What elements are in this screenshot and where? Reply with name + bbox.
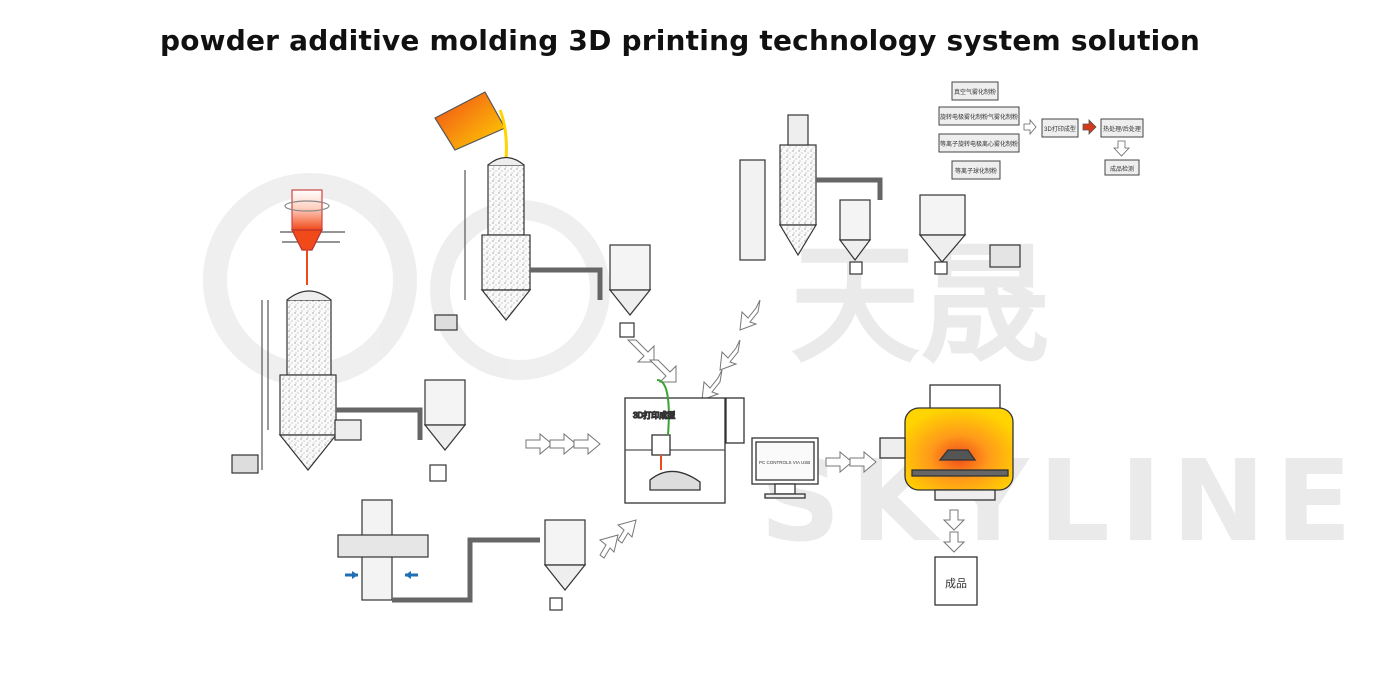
gas-atomization-unit <box>231 189 467 482</box>
process-box: 等离子旋转电极离心雾化制粉 <box>938 133 1020 153</box>
watermark-brand: SKYLINE <box>760 437 1362 567</box>
flow-arrow-down-icon <box>1113 140 1130 157</box>
monitor: PC CONTROLS VIA USB <box>751 437 819 499</box>
svg-text:热处理/后处理: 热处理/后处理 <box>1103 125 1141 133</box>
svg-text:3D打印成型: 3D打印成型 <box>1044 125 1076 133</box>
final-check-box: 成品检测 <box>1104 159 1140 176</box>
product-label: 成品 <box>945 577 967 590</box>
ladle-atomization-unit <box>434 91 652 338</box>
process-box: 等离子球化制粉 <box>951 160 1001 180</box>
svg-text:成品检测: 成品检测 <box>1110 165 1134 173</box>
process-box: 真空气雾化制粉 <box>951 81 999 101</box>
flow-arrow-icon <box>1082 119 1097 135</box>
product-box: 成品 <box>934 556 978 606</box>
3d-printer: 3D打印成型 <box>624 379 745 504</box>
page-title: powder additive molding 3D printing tech… <box>159 24 1201 57</box>
printing-box: 3D打印成型 <box>1041 118 1079 138</box>
flow-arrows <box>525 299 966 559</box>
flow-arrow-icon <box>1023 118 1037 136</box>
post-process-box: 热处理/后处理 <box>1100 118 1144 138</box>
svg-text:真空气雾化制粉: 真空气雾化制粉 <box>954 88 996 96</box>
plasma-atomization-unit <box>739 114 1021 275</box>
svg-text:旋转电极雾化制粉气雾化制粉: 旋转电极雾化制粉气雾化制粉 <box>940 113 1018 121</box>
furnace <box>879 384 1014 501</box>
svg-text:等离子球化制粉: 等离子球化制粉 <box>955 167 997 175</box>
rotating-electrode-unit <box>337 499 587 611</box>
svg-text:等离子旋转电极离心雾化制粉: 等离子旋转电极离心雾化制粉 <box>940 140 1018 148</box>
printer-caption: 3D打印成型 <box>633 410 675 420</box>
monitor-text: PC CONTROLS VIA USB <box>759 460 810 465</box>
process-box: 旋转电极雾化制粉气雾化制粉 <box>938 106 1020 126</box>
process-flowchart: 真空气雾化制粉 旋转电极雾化制粉气雾化制粉 等离子旋转电极离心雾化制粉 等离子球… <box>938 81 1144 180</box>
